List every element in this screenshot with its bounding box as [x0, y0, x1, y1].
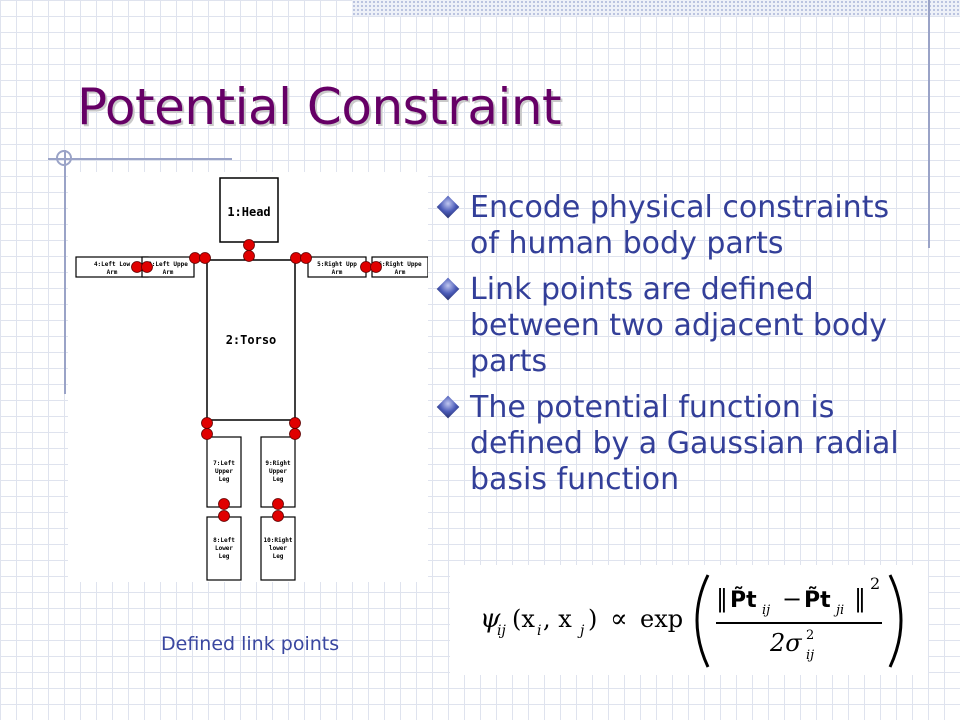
decorative-vertical-line-right — [928, 0, 930, 248]
diamond-bullet-icon — [436, 195, 460, 219]
formula-arg-j: j — [577, 623, 585, 639]
bullet-text: Encode physical constraints of human bod… — [470, 190, 890, 261]
head-label: 1:Head — [227, 205, 270, 219]
formula-svg: ψ ij (x i , x j ) ∝ exp ‖ P̃t ij − P̃t j… — [480, 574, 903, 668]
formula-pt2: P̃t — [804, 587, 831, 613]
link-point — [370, 261, 382, 273]
body-model-svg: 1:Head 2:Torso 4:Left Low Arm 3:Left Upp… — [75, 177, 428, 581]
link-point — [300, 252, 312, 264]
formula-right-paren — [888, 574, 903, 668]
formula-norm-close: ‖ — [854, 585, 866, 614]
bullet-text: Link points are defined between two adja… — [470, 272, 888, 379]
bullet-list: Encode physical constraints of human bod… — [436, 190, 926, 508]
bullet-item: Encode physical constraints of human bod… — [436, 190, 926, 262]
decorative-corner-circle — [56, 150, 72, 166]
right-lower-leg-label-1: 10:Right — [264, 537, 293, 544]
link-point — [131, 261, 143, 273]
decorative-horizontal-line — [48, 158, 232, 160]
formula-arg-close: ) — [588, 605, 597, 633]
left-upper-leg-label-2: Upper — [215, 468, 233, 475]
link-point — [199, 252, 211, 264]
left-lower-leg-label-1: 8:Left — [213, 537, 235, 544]
formula-arg-i: i — [537, 623, 541, 639]
left-upper-leg-label-3: Leg — [219, 476, 230, 483]
formula-arg-open: (x — [512, 605, 535, 633]
bullet-item: Link points are defined between two adja… — [436, 272, 926, 380]
left-lower-arm-label-1: 4:Left Low — [94, 261, 131, 268]
right-lower-arm-label-1: 6:Right Uppe — [378, 261, 422, 268]
link-points — [131, 239, 382, 522]
formula-minus: − — [782, 585, 802, 613]
right-lower-leg-label-3: Leg — [273, 553, 284, 560]
formula-pt1: P̃t — [730, 587, 757, 613]
formula-norm-open: ‖ — [716, 585, 728, 614]
link-point — [289, 428, 301, 440]
top-pattern-band — [352, 0, 960, 16]
right-lower-arm-label-2: Arm — [395, 269, 406, 276]
formula-prop: ∝ — [610, 604, 628, 634]
link-point — [360, 261, 372, 273]
slide-title: Potential Constraint — [77, 78, 562, 136]
formula-psi: ψ — [480, 604, 501, 634]
potential-function-formula: ψ ij (x i , x j ) ∝ exp ‖ P̃t ij − P̃t j… — [450, 565, 928, 675]
left-upper-arm-label-1: 3:Left Uppe — [148, 261, 188, 268]
link-point — [289, 417, 301, 429]
right-upper-arm-label-2: Arm — [332, 269, 343, 276]
right-lower-leg-part — [260, 516, 296, 581]
bullet-item: The potential function is defined by a G… — [436, 390, 926, 498]
formula-pt1-sub: ij — [762, 603, 770, 618]
formula-power: 2 — [870, 574, 880, 593]
formula-denom: 2σ — [769, 629, 802, 657]
left-upper-leg-label-1: 7:Left — [213, 460, 235, 467]
right-upper-leg-label-3: Leg — [273, 476, 284, 483]
left-lower-leg-label-3: Leg — [219, 553, 230, 560]
decorative-vertical-line-left — [64, 150, 66, 394]
head-part — [219, 177, 279, 243]
link-point — [141, 261, 153, 273]
right-upper-leg-label-2: Upper — [269, 468, 287, 475]
link-point — [201, 428, 213, 440]
formula-arg-comma: , x — [543, 605, 572, 633]
link-point — [290, 252, 302, 264]
link-point — [272, 498, 284, 510]
right-upper-leg-label-1: 9:Right — [265, 460, 291, 467]
left-lower-leg-part — [206, 516, 242, 581]
formula-pt2-sub: ji — [833, 603, 844, 618]
link-point — [189, 252, 201, 264]
link-point — [243, 239, 255, 251]
link-point — [201, 417, 213, 429]
right-upper-arm-label-1: 5:Right Upp — [317, 261, 357, 268]
left-lower-leg-label-2: Lower — [215, 545, 233, 552]
diagram-caption: Defined link points — [161, 633, 340, 655]
right-upper-leg-part — [260, 436, 296, 508]
body-parts-diagram: 1:Head 2:Torso 4:Left Low Arm 3:Left Upp… — [68, 172, 428, 582]
diamond-bullet-icon — [436, 395, 460, 419]
formula-left-paren — [695, 574, 710, 668]
torso-label: 2:Torso — [226, 333, 277, 347]
left-upper-arm-label-2: Arm — [163, 269, 174, 276]
diamond-bullet-icon — [436, 277, 460, 301]
formula-denom-sup: 2 — [806, 628, 814, 643]
bullet-text: The potential function is defined by a G… — [470, 390, 899, 497]
formula-denom-sub: ij — [806, 648, 814, 663]
formula-psi-sub: ij — [497, 623, 506, 639]
right-lower-leg-label-2: lower — [269, 545, 287, 552]
link-point — [243, 250, 255, 262]
torso-part — [206, 259, 296, 421]
formula-exp: exp — [640, 605, 683, 633]
left-lower-arm-label-2: Arm — [107, 269, 118, 276]
link-point — [272, 510, 284, 522]
link-point — [218, 510, 230, 522]
link-point — [218, 498, 230, 510]
